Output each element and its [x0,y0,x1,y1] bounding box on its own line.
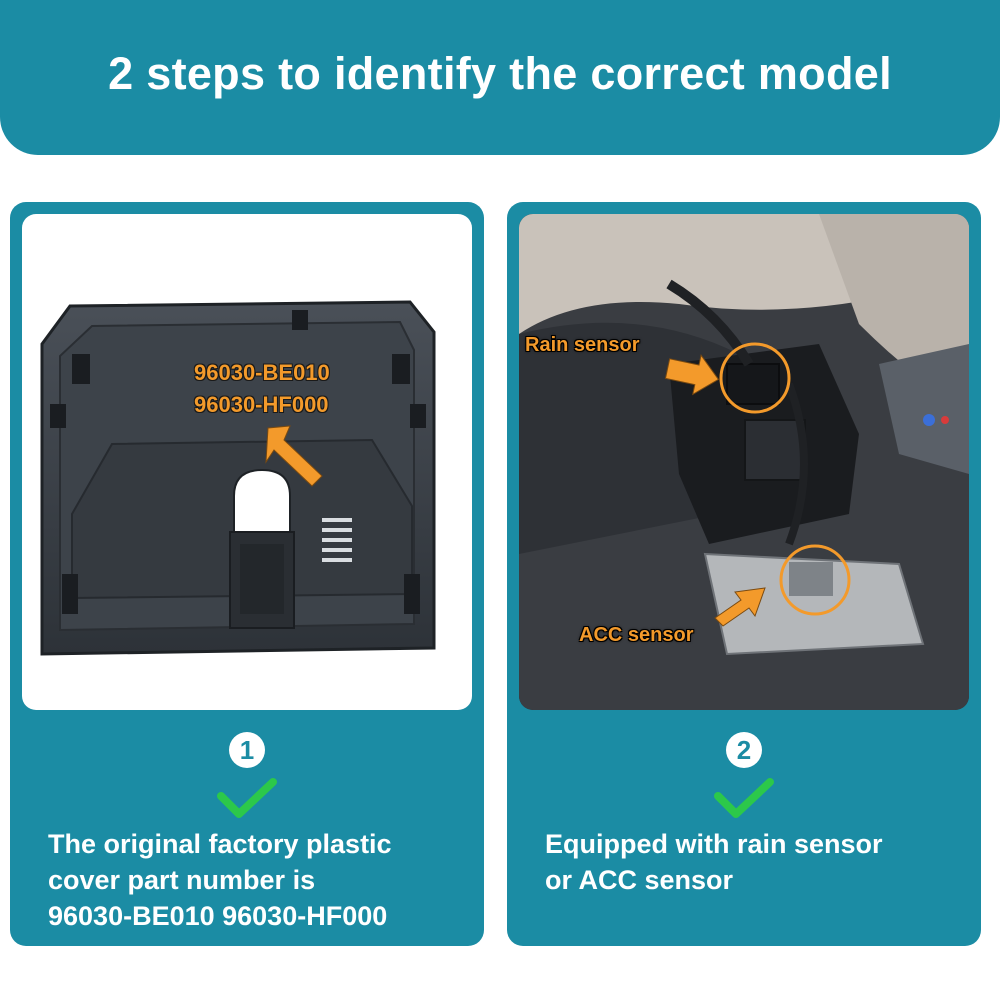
step-number-badge: 2 [726,732,762,768]
header-banner: 2 steps to identify the correct model [0,0,1000,155]
step-1-description: The original factory plastic cover part … [48,826,468,934]
description-line: The original factory plastic [48,829,392,859]
check-icon [217,778,277,818]
arrow-icon [664,354,720,396]
description-line: Equipped with rain sensor [545,829,883,859]
description-line: or ACC sensor [545,865,734,895]
circle-highlight-icon [719,342,791,414]
step-1-panel: 96030-BE010 96030-HF000 1 The original f… [10,202,484,946]
plastic-cover-photo: 96030-BE010 96030-HF000 [22,214,472,710]
part-number-label-2: 96030-HF000 [194,392,329,417]
part-number-label-1: 96030-BE010 [194,360,330,385]
step-number-badge: 1 [229,732,265,768]
description-line: cover part number is [48,865,316,895]
step-2-panel: Rain sensor ACC sensor 2 Equipped with r… [507,202,981,946]
page-title: 2 steps to identify the correct model [108,48,892,99]
arrow-icon [265,425,323,487]
sensor-illustration [519,214,969,710]
step-2-description: Equipped with rain sensor or ACC sensor [545,826,965,898]
arrow-icon [714,587,766,627]
sensor-photo: Rain sensor ACC sensor [519,214,969,710]
plastic-cover-illustration [40,300,436,656]
acc-sensor-label: ACC sensor [579,624,694,646]
rain-sensor-label: Rain sensor [525,334,640,356]
description-line: 96030-BE010 96030-HF000 [48,901,388,931]
circle-highlight-icon [779,544,851,616]
check-icon [714,778,774,818]
